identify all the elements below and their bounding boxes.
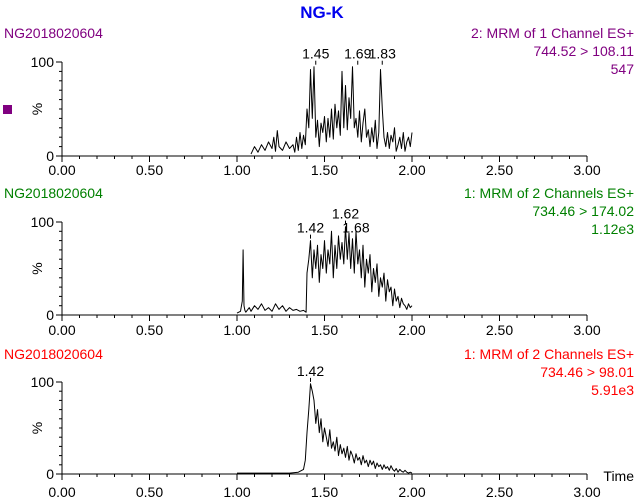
y-tick-label: 0	[46, 148, 54, 164]
chart-title: NG-K	[300, 3, 344, 22]
peak-label: 1.42	[297, 363, 324, 379]
x-tick-label: 2.00	[398, 484, 425, 500]
channel-header-line-3: 5.91e3	[591, 382, 634, 398]
channel-header-line-1: 1: MRM of 2 Channels ES+	[464, 185, 634, 201]
x-tick-label: 0.00	[48, 484, 75, 500]
x-tick-label: 1.50	[311, 322, 338, 338]
x-tick-label: 1.00	[223, 322, 250, 338]
x-tick-label: 0.00	[48, 322, 75, 338]
x-tick-label: 2.50	[486, 322, 513, 338]
chromatogram-panel-3: NG2018020604 1: MRM of 2 Channels ES+ 734.…	[4, 346, 634, 500]
y-tick-label: 100	[31, 214, 55, 230]
channel-header-line-2: 734.46 > 174.02	[532, 203, 634, 219]
x-axis-title: Time	[603, 468, 634, 484]
y-axis-unit: %	[29, 103, 45, 115]
chromatogram-panel-1: NG2018020604 2: MRM of 1 Channel ES+ 744.5…	[3, 25, 634, 178]
chromatogram-trace	[250, 66, 413, 155]
y-axis-unit: %	[29, 262, 45, 274]
peak-label: 1.45	[302, 46, 329, 62]
y-tick-label: 0	[46, 466, 54, 482]
channel-marker	[3, 105, 12, 114]
x-tick-label: 3.00	[573, 484, 600, 500]
peak-label: 1.68	[342, 220, 369, 236]
x-tick-label: 2.50	[486, 484, 513, 500]
x-tick-label: 3.00	[573, 322, 600, 338]
x-tick-label: 0.50	[136, 484, 163, 500]
chromatogram-trace	[237, 383, 413, 474]
x-tick-label: 0.50	[136, 162, 163, 178]
x-tick-label: 3.00	[573, 162, 600, 178]
x-tick-label: 2.00	[398, 162, 425, 178]
channel-header-line-3: 1.12e3	[591, 221, 634, 237]
x-tick-label: 1.50	[311, 162, 338, 178]
chromatogram-panels: NG2018020604 2: MRM of 1 Channel ES+ 744.5…	[3, 25, 634, 500]
x-tick-label: 1.50	[311, 484, 338, 500]
x-tick-label: 1.00	[223, 162, 250, 178]
y-axis-unit: %	[29, 422, 45, 434]
peak-label: 1.42	[297, 220, 324, 236]
x-tick-label: 2.00	[398, 322, 425, 338]
x-tick-label: 2.50	[486, 162, 513, 178]
chromatogram-panel-2: NG2018020604 1: MRM of 2 Channels ES+ 734.…	[4, 185, 634, 338]
peak-label: 1.62	[332, 206, 359, 222]
x-tick-label: 1.00	[223, 484, 250, 500]
y-tick-label: 0	[46, 307, 54, 323]
channel-header-line-1: 2: MRM of 1 Channel ES+	[471, 25, 634, 41]
sample-name: NG2018020604	[4, 185, 103, 201]
channel-header-line-2: 744.52 > 108.11	[533, 43, 634, 59]
peak-label: 1.83	[369, 46, 396, 62]
y-tick-label: 100	[31, 54, 55, 70]
channel-header-line-1: 1: MRM of 2 Channels ES+	[464, 346, 634, 362]
x-tick-label: 0.00	[48, 162, 75, 178]
peak-label: 1.69	[344, 46, 371, 62]
sample-name: NG2018020604	[4, 25, 103, 41]
y-tick-label: 100	[31, 374, 55, 390]
chromatogram-trace	[236, 226, 413, 314]
channel-header-line-2: 734.46 > 98.01	[540, 364, 634, 380]
channel-header-line-3: 547	[611, 61, 635, 77]
sample-name: NG2018020604	[4, 346, 103, 362]
x-tick-label: 0.50	[136, 322, 163, 338]
